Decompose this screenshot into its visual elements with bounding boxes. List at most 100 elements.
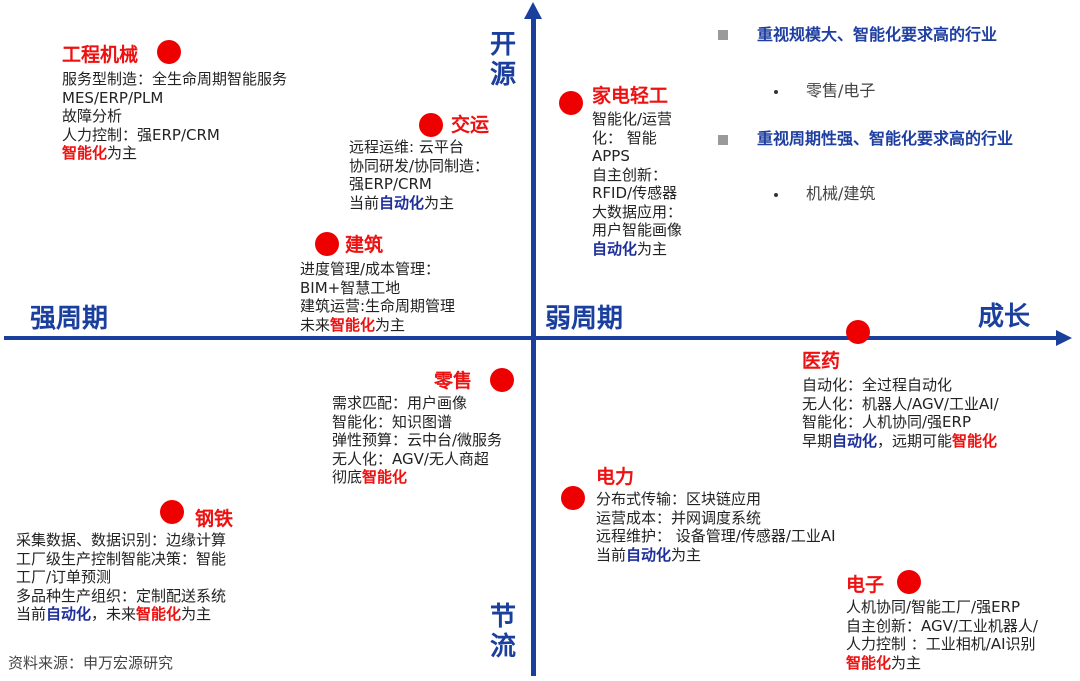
industry-title: 工程机械 bbox=[62, 44, 139, 66]
description-line: 人力控制 ：工业相机/AI识别 bbox=[846, 635, 1036, 653]
description-line: 强ERP/CRM bbox=[349, 175, 432, 193]
industry-description: 服务型制造：全生命周期智能服务 MES/ERP/PLM 故障分析 人力控制：强E… bbox=[62, 70, 287, 163]
legend-item: 零售/电子 bbox=[806, 81, 876, 100]
description-line: 未来智能化为主 bbox=[300, 316, 455, 335]
marker-dot-icon bbox=[490, 368, 514, 392]
marker-dot-icon bbox=[846, 320, 870, 344]
description-line: 分布式传输：区块链应用 bbox=[596, 490, 762, 508]
square-bullet-icon bbox=[718, 30, 728, 40]
text: 未来 bbox=[300, 315, 331, 334]
text: 为主 bbox=[181, 605, 212, 623]
intelligence-highlight: 智能化 bbox=[846, 653, 892, 672]
text: 为主 bbox=[671, 545, 702, 564]
text: 为主 bbox=[375, 315, 406, 334]
automation-highlight: 自动化 bbox=[832, 431, 878, 450]
axis-label-right: 成长 bbox=[978, 302, 1031, 332]
axis-label-top-char: 开 bbox=[489, 30, 516, 60]
industry-title: 交运 bbox=[451, 114, 490, 136]
description-line: 弹性预算：云中台/微服务 bbox=[332, 431, 503, 449]
text: 为主 bbox=[424, 193, 455, 212]
description-line: 当前自动化为主 bbox=[596, 546, 836, 565]
description-line: 多品种生产组织：定制配送系统 bbox=[16, 586, 227, 605]
industry-description: 分布式传输：区块链应用 运营成本：并网调度系统 远程维护： 设备管理/传感器/工… bbox=[596, 490, 836, 564]
industry-description: 采集数据、数据识别：边缘计算 工厂级生产控制智能决策：智能 工厂/订单预测 多品… bbox=[16, 531, 226, 624]
axis-label-top-char: 源 bbox=[489, 60, 516, 90]
description-line: 人机协同/智能工厂/强ERP bbox=[846, 598, 1021, 616]
description-line: 协同研发/协同制造： bbox=[349, 156, 490, 175]
description-line: 故障分析 bbox=[62, 107, 123, 125]
text: 为主 bbox=[637, 239, 668, 258]
axis-label-bottom-char: 流 bbox=[489, 632, 516, 662]
text: 为主 bbox=[891, 653, 922, 672]
axis-label-bottom: 节 流 bbox=[488, 602, 518, 662]
description-line: 自主创新： bbox=[592, 165, 668, 184]
axis-label-bottom-char: 节 bbox=[489, 602, 516, 632]
industry-description: 自动化：全过程自动化 无人化：机器人/AGV/工业AI/ 智能化：人机协同/强E… bbox=[802, 376, 999, 450]
industry-title: 零售 bbox=[434, 370, 473, 392]
automation-highlight: 自动化 bbox=[379, 193, 425, 212]
description-line: 进度管理/成本管理： bbox=[300, 260, 441, 278]
axis-label-left: 强周期 bbox=[30, 304, 109, 334]
description-line: 智能化为主 bbox=[62, 144, 287, 163]
marker-dot-icon bbox=[561, 486, 585, 510]
industry-description: 远程运维: 云平台 协同研发/协同制造： 强ERP/CRM 当前自动化为主 bbox=[349, 138, 489, 212]
marker-dot-icon bbox=[897, 570, 921, 594]
description-line: 建筑运营:生命周期管理 bbox=[300, 297, 456, 315]
description-line: APPS bbox=[592, 147, 630, 165]
description-line: 采集数据、数据识别：边缘计算 bbox=[16, 531, 227, 549]
arrow-up-icon bbox=[524, 2, 542, 19]
description-line: 当前自动化为主 bbox=[349, 194, 489, 213]
intelligence-highlight: 智能化 bbox=[330, 315, 376, 334]
intelligence-highlight: 智能化 bbox=[362, 468, 408, 486]
marker-dot-icon bbox=[157, 40, 181, 64]
description-line: 服务型制造：全生命周期智能服务 bbox=[62, 70, 288, 88]
legend-heading: 重视周期性强、智能化要求高的行业 bbox=[757, 129, 1014, 148]
industry-title: 钢铁 bbox=[195, 508, 234, 530]
description-line: 化： 智能 bbox=[592, 128, 657, 147]
legend-item: 机械/建筑 bbox=[806, 184, 876, 203]
marker-dot-icon bbox=[559, 91, 583, 115]
arrow-right-icon bbox=[1056, 330, 1072, 346]
description-line: 无人化：机器人/AGV/工业AI/ bbox=[802, 394, 999, 413]
marker-dot-icon bbox=[160, 500, 184, 524]
bullet-icon bbox=[774, 193, 778, 197]
automation-highlight: 自动化 bbox=[46, 605, 92, 623]
industry-description: 智能化/运营 化： 智能 APPS 自主创新： RFID/传感器 大数据应用： … bbox=[592, 110, 682, 258]
description-line: 自动化：全过程自动化 bbox=[802, 376, 953, 394]
description-line: 智能化：人机协同/强ERP bbox=[802, 413, 971, 431]
text: 早期 bbox=[802, 431, 833, 450]
description-line: 工厂级生产控制智能决策：智能 bbox=[16, 549, 227, 568]
text: 当前 bbox=[349, 193, 380, 212]
description-line: 工厂/订单预测 bbox=[16, 568, 112, 586]
description-line: 自动化为主 bbox=[592, 240, 682, 259]
intelligence-highlight: 智能化 bbox=[62, 144, 108, 162]
automation-highlight: 自动化 bbox=[626, 545, 672, 564]
axis-label-top: 开 源 bbox=[488, 30, 518, 90]
description-line: 智能化/运营 bbox=[592, 110, 673, 128]
description-line: 运营成本：并网调度系统 bbox=[596, 508, 762, 527]
industry-title: 医药 bbox=[802, 350, 841, 372]
description-line: 自主创新：AGV/工业机器人/ bbox=[846, 616, 1038, 635]
marker-dot-icon bbox=[419, 113, 443, 137]
intelligence-highlight: 智能化 bbox=[136, 605, 182, 623]
description-line: 人力控制：强ERP/CRM bbox=[62, 125, 220, 144]
text: 当前 bbox=[16, 605, 47, 623]
square-bullet-icon bbox=[718, 135, 728, 145]
text: ，远期可能 bbox=[877, 431, 953, 450]
industry-title: 家电轻工 bbox=[592, 85, 669, 107]
vertical-axis bbox=[531, 16, 536, 676]
marker-dot-icon bbox=[315, 232, 339, 256]
description-line: 大数据应用： bbox=[592, 202, 683, 221]
description-line: 无人化：AGV/无人商超 bbox=[332, 449, 489, 468]
description-line: 智能化为主 bbox=[846, 654, 1038, 673]
description-line: RFID/传感器 bbox=[592, 184, 678, 202]
bullet-icon bbox=[774, 90, 778, 94]
industry-title: 电子 bbox=[846, 574, 885, 596]
text: 彻底 bbox=[332, 468, 363, 486]
description-line: 远程运维: 云平台 bbox=[349, 138, 464, 156]
intelligence-highlight: 智能化 bbox=[952, 431, 998, 450]
description-line: 需求匹配：用户画像 bbox=[332, 394, 468, 412]
text: 当前 bbox=[596, 545, 627, 564]
industry-title: 建筑 bbox=[345, 234, 384, 256]
industry-description: 进度管理/成本管理： BIM+智慧工地 建筑运营:生命周期管理 未来智能化为主 bbox=[300, 260, 455, 334]
